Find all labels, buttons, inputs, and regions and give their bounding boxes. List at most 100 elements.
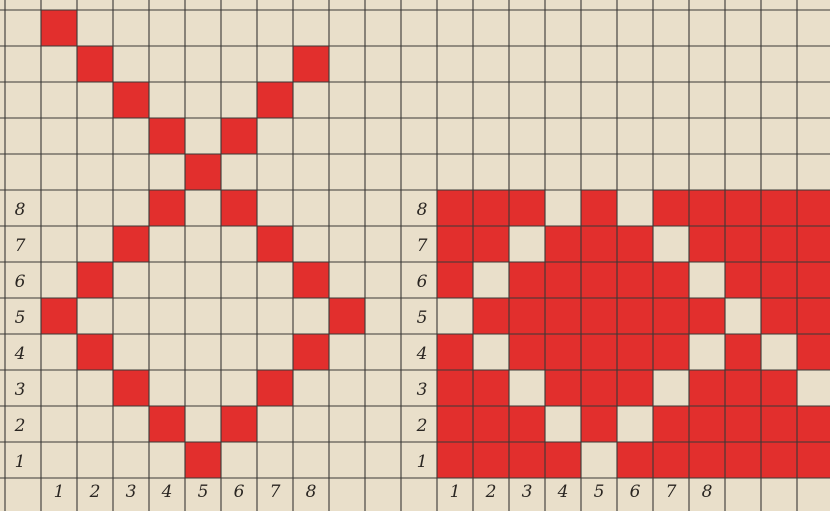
right-filled-cell — [725, 334, 761, 370]
right-filled-cell — [653, 442, 689, 478]
left-filled-cell — [221, 190, 257, 226]
right-filled-cell — [581, 406, 617, 442]
right-filled-cell — [797, 298, 830, 334]
right-column-label: 4 — [545, 482, 581, 502]
left-filled-cell — [185, 442, 221, 478]
right-filled-cell — [725, 226, 761, 262]
right-filled-cell — [617, 370, 653, 406]
right-filled-cell — [437, 370, 473, 406]
right-row-label: 2 — [404, 416, 440, 436]
right-row-label: 5 — [404, 308, 440, 328]
right-filled-cell — [617, 442, 653, 478]
right-filled-cell — [581, 298, 617, 334]
left-column-label: 5 — [185, 482, 221, 502]
right-column-label: 1 — [437, 482, 473, 502]
left-filled-cell — [329, 298, 365, 334]
right-filled-cell — [545, 298, 581, 334]
right-filled-cell — [545, 226, 581, 262]
left-row-label: 3 — [2, 380, 38, 400]
right-filled-cell — [797, 442, 830, 478]
left-filled-cell — [41, 10, 77, 46]
right-filled-cell — [797, 406, 830, 442]
right-filled-cell — [473, 226, 509, 262]
right-row-label: 7 — [404, 236, 440, 256]
right-filled-cell — [617, 226, 653, 262]
left-row-label: 6 — [2, 272, 38, 292]
right-filled-cell — [761, 406, 797, 442]
left-row-label: 1 — [2, 452, 38, 472]
left-filled-cell — [185, 154, 221, 190]
right-column-label: 3 — [509, 482, 545, 502]
right-filled-cell — [509, 298, 545, 334]
left-filled-cell — [113, 370, 149, 406]
left-row-label: 2 — [2, 416, 38, 436]
right-filled-cell — [689, 370, 725, 406]
right-column-label: 2 — [473, 482, 509, 502]
right-filled-cell — [617, 298, 653, 334]
right-filled-cell — [797, 226, 830, 262]
right-filled-cell — [581, 226, 617, 262]
right-filled-cell — [761, 298, 797, 334]
left-filled-cell — [293, 262, 329, 298]
left-column-label: 7 — [257, 482, 293, 502]
left-filled-cell — [77, 46, 113, 82]
right-filled-cell — [725, 406, 761, 442]
right-filled-cell — [473, 298, 509, 334]
left-row-label: 4 — [2, 344, 38, 364]
right-filled-cell — [761, 226, 797, 262]
right-column-label: 8 — [689, 482, 725, 502]
right-column-label: 5 — [581, 482, 617, 502]
right-filled-cell — [581, 370, 617, 406]
right-filled-cell — [653, 190, 689, 226]
right-filled-cell — [545, 334, 581, 370]
left-row-label: 7 — [2, 236, 38, 256]
left-column-label: 4 — [149, 482, 185, 502]
left-filled-cell — [149, 406, 185, 442]
right-filled-cell — [545, 442, 581, 478]
right-filled-cell — [509, 334, 545, 370]
right-filled-cell — [689, 298, 725, 334]
right-row-label: 6 — [404, 272, 440, 292]
right-filled-cell — [509, 190, 545, 226]
right-column-label: 6 — [617, 482, 653, 502]
left-column-label: 1 — [41, 482, 77, 502]
left-filled-cell — [257, 226, 293, 262]
right-filled-cell — [653, 334, 689, 370]
left-filled-cell — [149, 190, 185, 226]
right-filled-cell — [797, 262, 830, 298]
right-row-label: 1 — [404, 452, 440, 472]
right-filled-cell — [761, 370, 797, 406]
left-row-label: 8 — [2, 200, 38, 220]
right-filled-cell — [797, 334, 830, 370]
right-filled-cell — [689, 190, 725, 226]
right-filled-cell — [545, 370, 581, 406]
right-filled-cell — [725, 442, 761, 478]
right-filled-cell — [761, 442, 797, 478]
left-column-label: 6 — [221, 482, 257, 502]
right-filled-cell — [653, 298, 689, 334]
right-filled-cell — [437, 226, 473, 262]
right-filled-cell — [437, 262, 473, 298]
right-row-label: 3 — [404, 380, 440, 400]
right-filled-cell — [581, 190, 617, 226]
right-filled-cell — [437, 442, 473, 478]
left-filled-cell — [41, 298, 77, 334]
right-filled-cell — [473, 442, 509, 478]
right-filled-cell — [545, 262, 581, 298]
right-filled-cell — [761, 262, 797, 298]
right-filled-cell — [437, 406, 473, 442]
right-column-label: 7 — [653, 482, 689, 502]
left-filled-cell — [221, 118, 257, 154]
right-filled-cell — [581, 262, 617, 298]
left-filled-cell — [221, 406, 257, 442]
right-filled-cell — [797, 190, 830, 226]
right-filled-cell — [689, 226, 725, 262]
right-row-label: 8 — [404, 200, 440, 220]
right-filled-cell — [689, 406, 725, 442]
right-filled-cell — [653, 262, 689, 298]
right-filled-cell — [725, 370, 761, 406]
right-filled-cell — [689, 442, 725, 478]
right-filled-cell — [617, 262, 653, 298]
left-column-label: 3 — [113, 482, 149, 502]
